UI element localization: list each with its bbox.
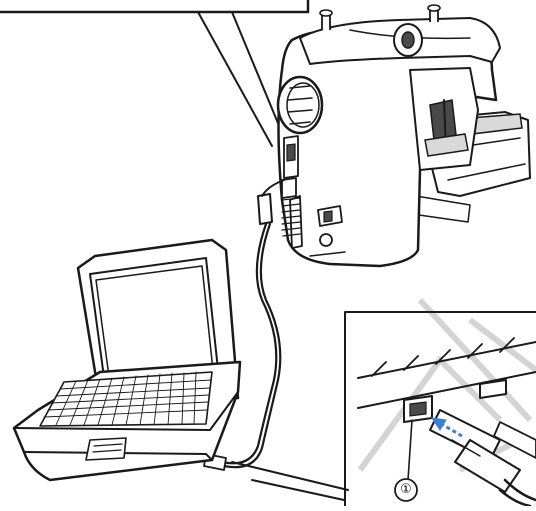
top-callout — [0, 0, 308, 146]
sewing-machine — [278, 5, 530, 266]
laptop — [14, 240, 240, 480]
usb-port — [404, 396, 432, 422]
side-ports — [282, 136, 298, 198]
callout-number: ① — [393, 478, 419, 502]
handwheel — [278, 77, 322, 133]
usb-plug — [430, 410, 536, 506]
laptop-keyboard — [40, 372, 212, 426]
